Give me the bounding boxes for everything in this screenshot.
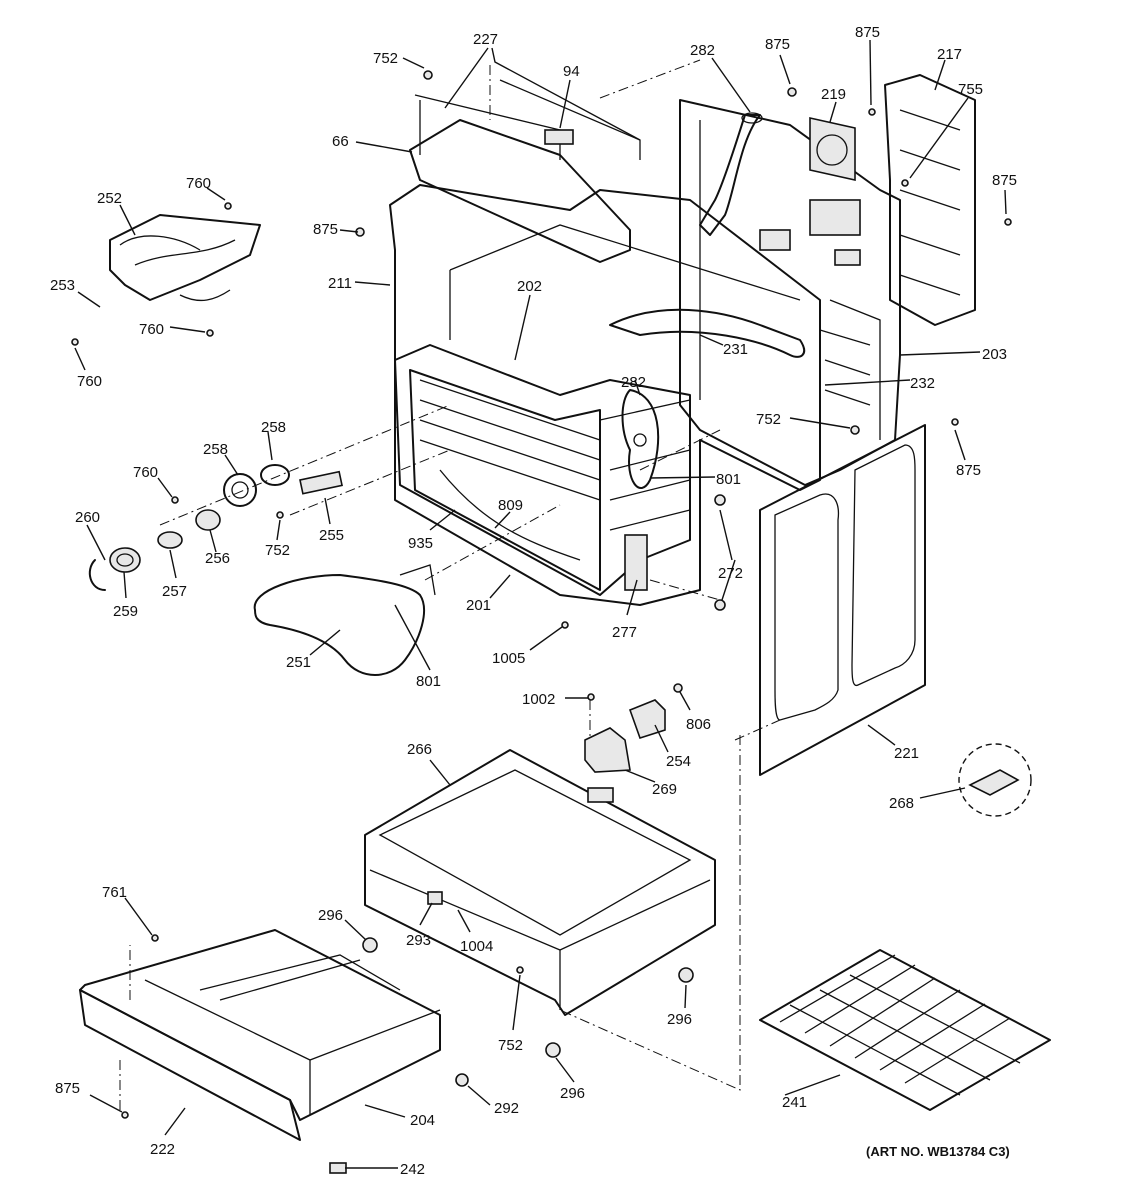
callout-752: 752 <box>756 411 781 428</box>
callout-875: 875 <box>956 462 981 479</box>
side-panel-left <box>759 424 926 776</box>
callout-292: 292 <box>494 1100 519 1117</box>
callout-258: 258 <box>261 419 286 436</box>
callout-231: 231 <box>723 341 748 358</box>
art-number: (ART NO. WB13784 C3) <box>866 1144 1010 1159</box>
vent-duct <box>699 112 763 236</box>
oven-outer-wrapper <box>389 184 821 606</box>
oven-cavity <box>394 344 691 596</box>
callout-293: 293 <box>406 932 431 949</box>
callout-296: 296 <box>318 907 343 924</box>
top-bracket <box>409 79 641 263</box>
callout-801: 801 <box>716 471 741 488</box>
callout-258: 258 <box>203 441 228 458</box>
bracket-assembly <box>584 699 666 773</box>
callout-227: 227 <box>473 31 498 48</box>
callout-259: 259 <box>113 603 138 620</box>
callout-221: 221 <box>894 745 919 762</box>
callout-875: 875 <box>55 1080 80 1097</box>
callout-260: 260 <box>75 509 100 526</box>
callout-1002: 1002 <box>522 691 555 708</box>
callout-760: 760 <box>186 175 211 192</box>
callout-204: 204 <box>410 1112 435 1129</box>
callout-760: 760 <box>133 464 158 481</box>
callout-labels: 227 94 752 66 282 875 875 219 217 755 87… <box>50 24 1017 1178</box>
callout-875: 875 <box>765 36 790 53</box>
oven-lamp-assembly <box>88 464 343 591</box>
callout-752: 752 <box>265 542 290 559</box>
oven-rack <box>759 949 1051 1111</box>
callout-253: 253 <box>50 277 75 294</box>
callout-752: 752 <box>373 50 398 67</box>
callout-66: 66 <box>332 133 349 150</box>
callout-232: 232 <box>910 375 935 392</box>
callout-268: 268 <box>889 795 914 812</box>
callout-269: 269 <box>652 781 677 798</box>
callout-761: 761 <box>102 884 127 901</box>
callout-755: 755 <box>958 81 983 98</box>
callout-256: 256 <box>205 550 230 567</box>
callout-875: 875 <box>855 24 880 41</box>
callout-282: 282 <box>621 374 646 391</box>
callout-202: 202 <box>517 278 542 295</box>
detail-inset <box>958 743 1032 817</box>
callout-94: 94 <box>563 63 580 80</box>
callout-935: 935 <box>408 535 433 552</box>
callout-752: 752 <box>498 1037 523 1054</box>
callout-296: 296 <box>667 1011 692 1028</box>
callout-760: 760 <box>77 373 102 390</box>
callout-277: 277 <box>612 624 637 641</box>
back-wall-panel <box>679 99 901 486</box>
top-cover-vent <box>809 117 856 181</box>
callout-1004: 1004 <box>460 938 493 955</box>
callout-222: 222 <box>150 1141 175 1158</box>
side-panel-right <box>884 74 976 326</box>
screws <box>71 70 1012 1174</box>
callout-272: 272 <box>718 565 743 582</box>
callout-809: 809 <box>498 497 523 514</box>
callout-219: 219 <box>821 86 846 103</box>
leader-lines <box>74 39 1007 1169</box>
callout-875: 875 <box>313 221 338 238</box>
bake-element <box>109 214 261 302</box>
callout-266: 266 <box>407 741 432 758</box>
callout-242: 242 <box>400 1161 425 1178</box>
callout-252: 252 <box>97 190 122 207</box>
callout-254: 254 <box>666 753 691 770</box>
callout-201: 201 <box>466 597 491 614</box>
callout-760: 760 <box>139 321 164 338</box>
storage-drawer <box>79 929 441 1141</box>
callout-211: 211 <box>328 275 352 292</box>
wire-harness <box>609 308 806 358</box>
callout-806: 806 <box>686 716 711 733</box>
callout-875: 875 <box>992 172 1017 189</box>
callout-296: 296 <box>560 1085 585 1102</box>
callout-801: 801 <box>416 673 441 690</box>
callout-251: 251 <box>286 654 311 671</box>
callout-1005: 1005 <box>492 650 525 667</box>
callout-257: 257 <box>162 583 187 600</box>
callout-282: 282 <box>690 42 715 59</box>
callout-255: 255 <box>319 527 344 544</box>
callout-217: 217 <box>937 46 962 63</box>
broil-element <box>253 564 436 676</box>
wire-harness-side <box>621 389 660 489</box>
callout-241: 241 <box>782 1094 807 1111</box>
callout-203: 203 <box>982 346 1007 363</box>
